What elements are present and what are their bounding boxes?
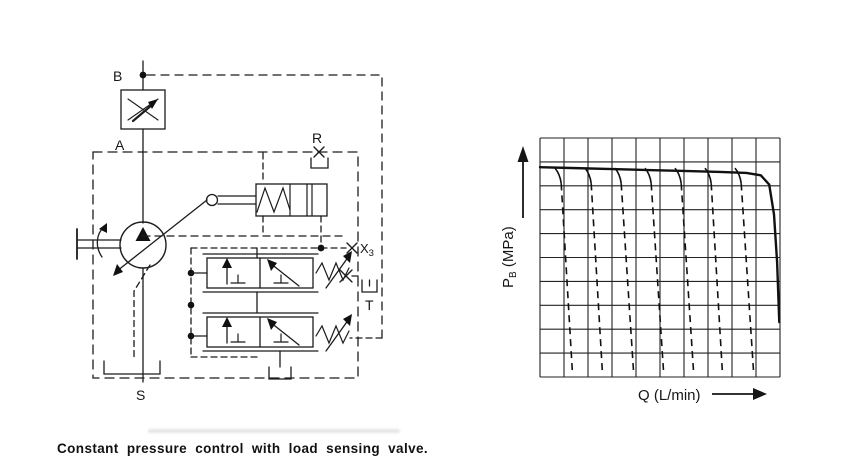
port-x3 [346, 242, 358, 254]
tank-port-t [339, 269, 378, 293]
spring-adjust-arrow [325, 255, 350, 289]
junction-dot-2 [187, 301, 195, 309]
figure-caption: Constant pressure control with load sens… [57, 441, 429, 456]
displacement-arrow-head [113, 264, 123, 276]
piston-rod [217, 195, 257, 205]
y-axis-arrow-head [517, 146, 529, 162]
port-label-s: S [136, 387, 145, 403]
case-drain-line [133, 264, 151, 361]
port-label-a: A [115, 137, 125, 153]
pump-housing-boundary [92, 151, 359, 379]
pressure-control-valve-symbol [190, 312, 352, 380]
suction-bracket [103, 360, 161, 375]
tank-symbol-t [361, 279, 378, 293]
stroking-cylinder-symbol [205, 152, 328, 245]
port-b-pilot-line [146, 74, 383, 339]
relief-port-r [310, 146, 329, 169]
spring-adjust-arrow [325, 318, 350, 352]
chart-series [538, 165, 781, 373]
throttle-valve-symbol [120, 89, 166, 130]
flow-control-valve-symbol [190, 247, 352, 314]
valve-spring [315, 324, 350, 345]
orifice-cross [339, 269, 353, 283]
x-axis-arrow [712, 388, 767, 400]
scan-artifact [148, 429, 400, 433]
port-label-b: B [113, 68, 122, 84]
drive-shaft [77, 239, 122, 249]
rotation-arrow [96, 226, 105, 258]
y-axis-arrow [517, 146, 529, 218]
junction-dot-b [139, 71, 147, 79]
y-axis-label: PB (MPa) [500, 226, 519, 288]
pivot-joint [205, 193, 219, 207]
port-label-t: T [365, 297, 374, 313]
pump-flow-triangle [135, 227, 151, 241]
port-label-x3: X3 [360, 241, 374, 259]
tank-symbol-drain [268, 366, 292, 380]
chart-grid [539, 137, 781, 378]
tank-symbol-r [310, 157, 329, 169]
cylinder-spring [256, 186, 291, 214]
pq-chart: PB (MPa) Q (L/min) [500, 137, 781, 404]
junction-dot-x3 [317, 244, 325, 252]
rotation-arrow-head [99, 223, 107, 233]
x-axis-arrow-head [753, 388, 767, 400]
x-axis-label: Q (L/min) [638, 387, 701, 404]
pump-symbol [76, 199, 208, 361]
throttle-arrow-head [148, 99, 158, 109]
port-label-r: R [312, 130, 322, 146]
hydraulic-diagram [76, 60, 383, 383]
